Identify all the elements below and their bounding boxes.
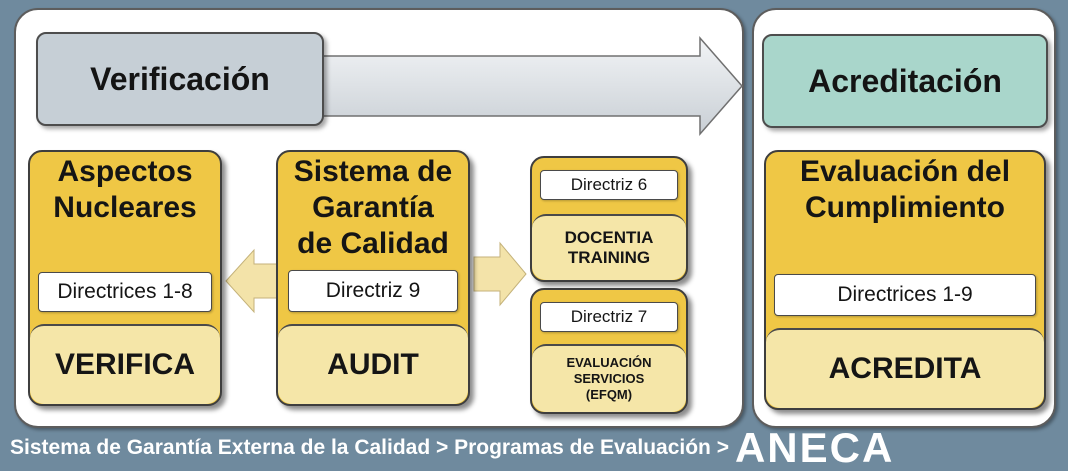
docentia-card: Directriz 6 DOCENTIA TRAINING — [530, 156, 688, 282]
evaluacion-servicios-program: EVALUACIÓN SERVICIOS (EFQM) — [532, 344, 686, 412]
accreditation-phase-box: Acreditación — [762, 34, 1048, 128]
verifica-program: VERIFICA — [30, 324, 220, 404]
aspectos-nucleares-title: Aspectos Nucleares — [53, 155, 197, 224]
aneca-logo: ANECA — [734, 424, 895, 471]
directive-9-label: Directriz 9 — [288, 270, 458, 312]
right-arrow-icon — [473, 241, 527, 307]
directives-1-9-label: Directrices 1-9 — [774, 274, 1036, 316]
directive-7-label: Directriz 7 — [540, 302, 678, 332]
footer-bar: Sistema de Garantía Externa de la Calida… — [10, 424, 1068, 471]
evaluacion-cumplimiento-title: Evaluación del Cumplimiento — [799, 155, 1011, 224]
directives-1-8-label: Directrices 1-8 — [38, 272, 212, 312]
acredita-card: Evaluación del Cumplimiento Directrices … — [764, 150, 1046, 410]
acredita-program: ACREDITA — [766, 328, 1044, 408]
audit-program: AUDIT — [278, 324, 468, 404]
docentia-training-program: DOCENTIA TRAINING — [532, 214, 686, 280]
left-arrow-icon — [225, 248, 281, 314]
progression-arrow-icon — [321, 36, 743, 136]
verifica-card: Aspectos Nucleares Directrices 1-8 VERIF… — [28, 150, 222, 406]
sistema-garantia-title: Sistema de Garantía de Calidad — [293, 155, 453, 260]
audit-card: Sistema de Garantía de Calidad Directriz… — [276, 150, 470, 406]
efqm-card: Directriz 7 EVALUACIÓN SERVICIOS (EFQM) — [530, 288, 688, 414]
verification-phase-box: Verificación — [36, 32, 324, 126]
directive-6-label: Directriz 6 — [540, 170, 678, 200]
program-breadcrumb: Sistema de Garantía Externa de la Calida… — [10, 436, 729, 459]
